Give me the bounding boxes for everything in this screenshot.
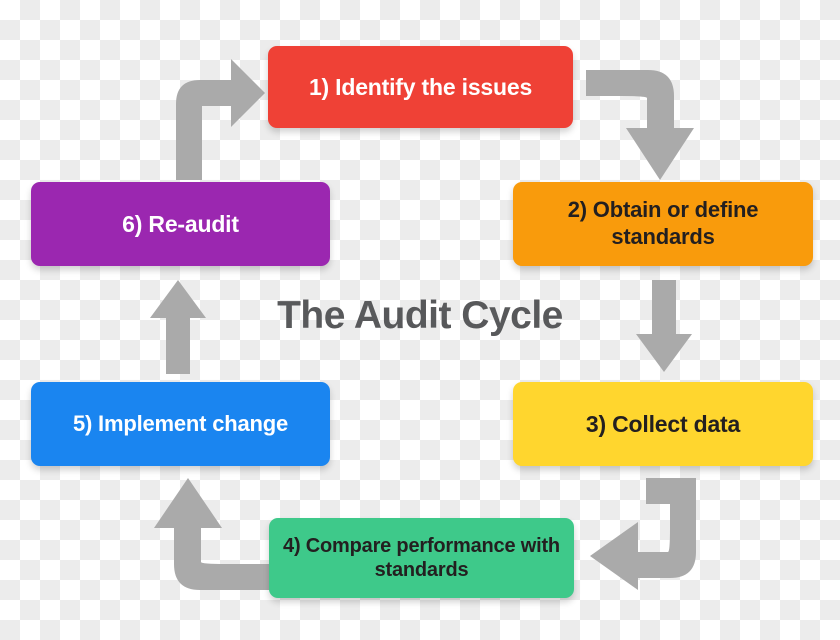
step-node-3-label: 3) Collect data xyxy=(585,410,741,437)
arrow-4-to-5 xyxy=(152,478,270,590)
diagram-title: The Audit Cycle xyxy=(277,294,563,337)
step-node-6-label: 6) Re-audit xyxy=(122,210,239,237)
step-node-5[interactable]: 5) Implement change xyxy=(31,382,330,466)
arrow-5-to-6 xyxy=(148,278,208,376)
step-node-4[interactable]: 4) Compare performance with standards xyxy=(269,518,574,598)
step-node-5-label: 5) Implement change xyxy=(72,410,289,436)
step-node-3[interactable]: 3) Collect data xyxy=(513,382,813,466)
step-node-4-label: 4) Compare performance with standards xyxy=(283,534,560,581)
step-node-1[interactable]: 1) Identify the issues xyxy=(268,46,573,128)
arrow-3-to-4 xyxy=(586,478,696,590)
step-node-6[interactable]: 6) Re-audit xyxy=(31,182,330,266)
arrow-6-to-1 xyxy=(168,56,268,180)
step-node-2[interactable]: 2) Obtain or define standards xyxy=(513,182,813,266)
arrow-2-to-3 xyxy=(634,280,694,374)
step-node-1-label: 1) Identify the issues xyxy=(308,73,533,100)
arrow-1-to-2 xyxy=(586,70,696,182)
step-node-2-label: 2) Obtain or define standards xyxy=(567,197,759,249)
